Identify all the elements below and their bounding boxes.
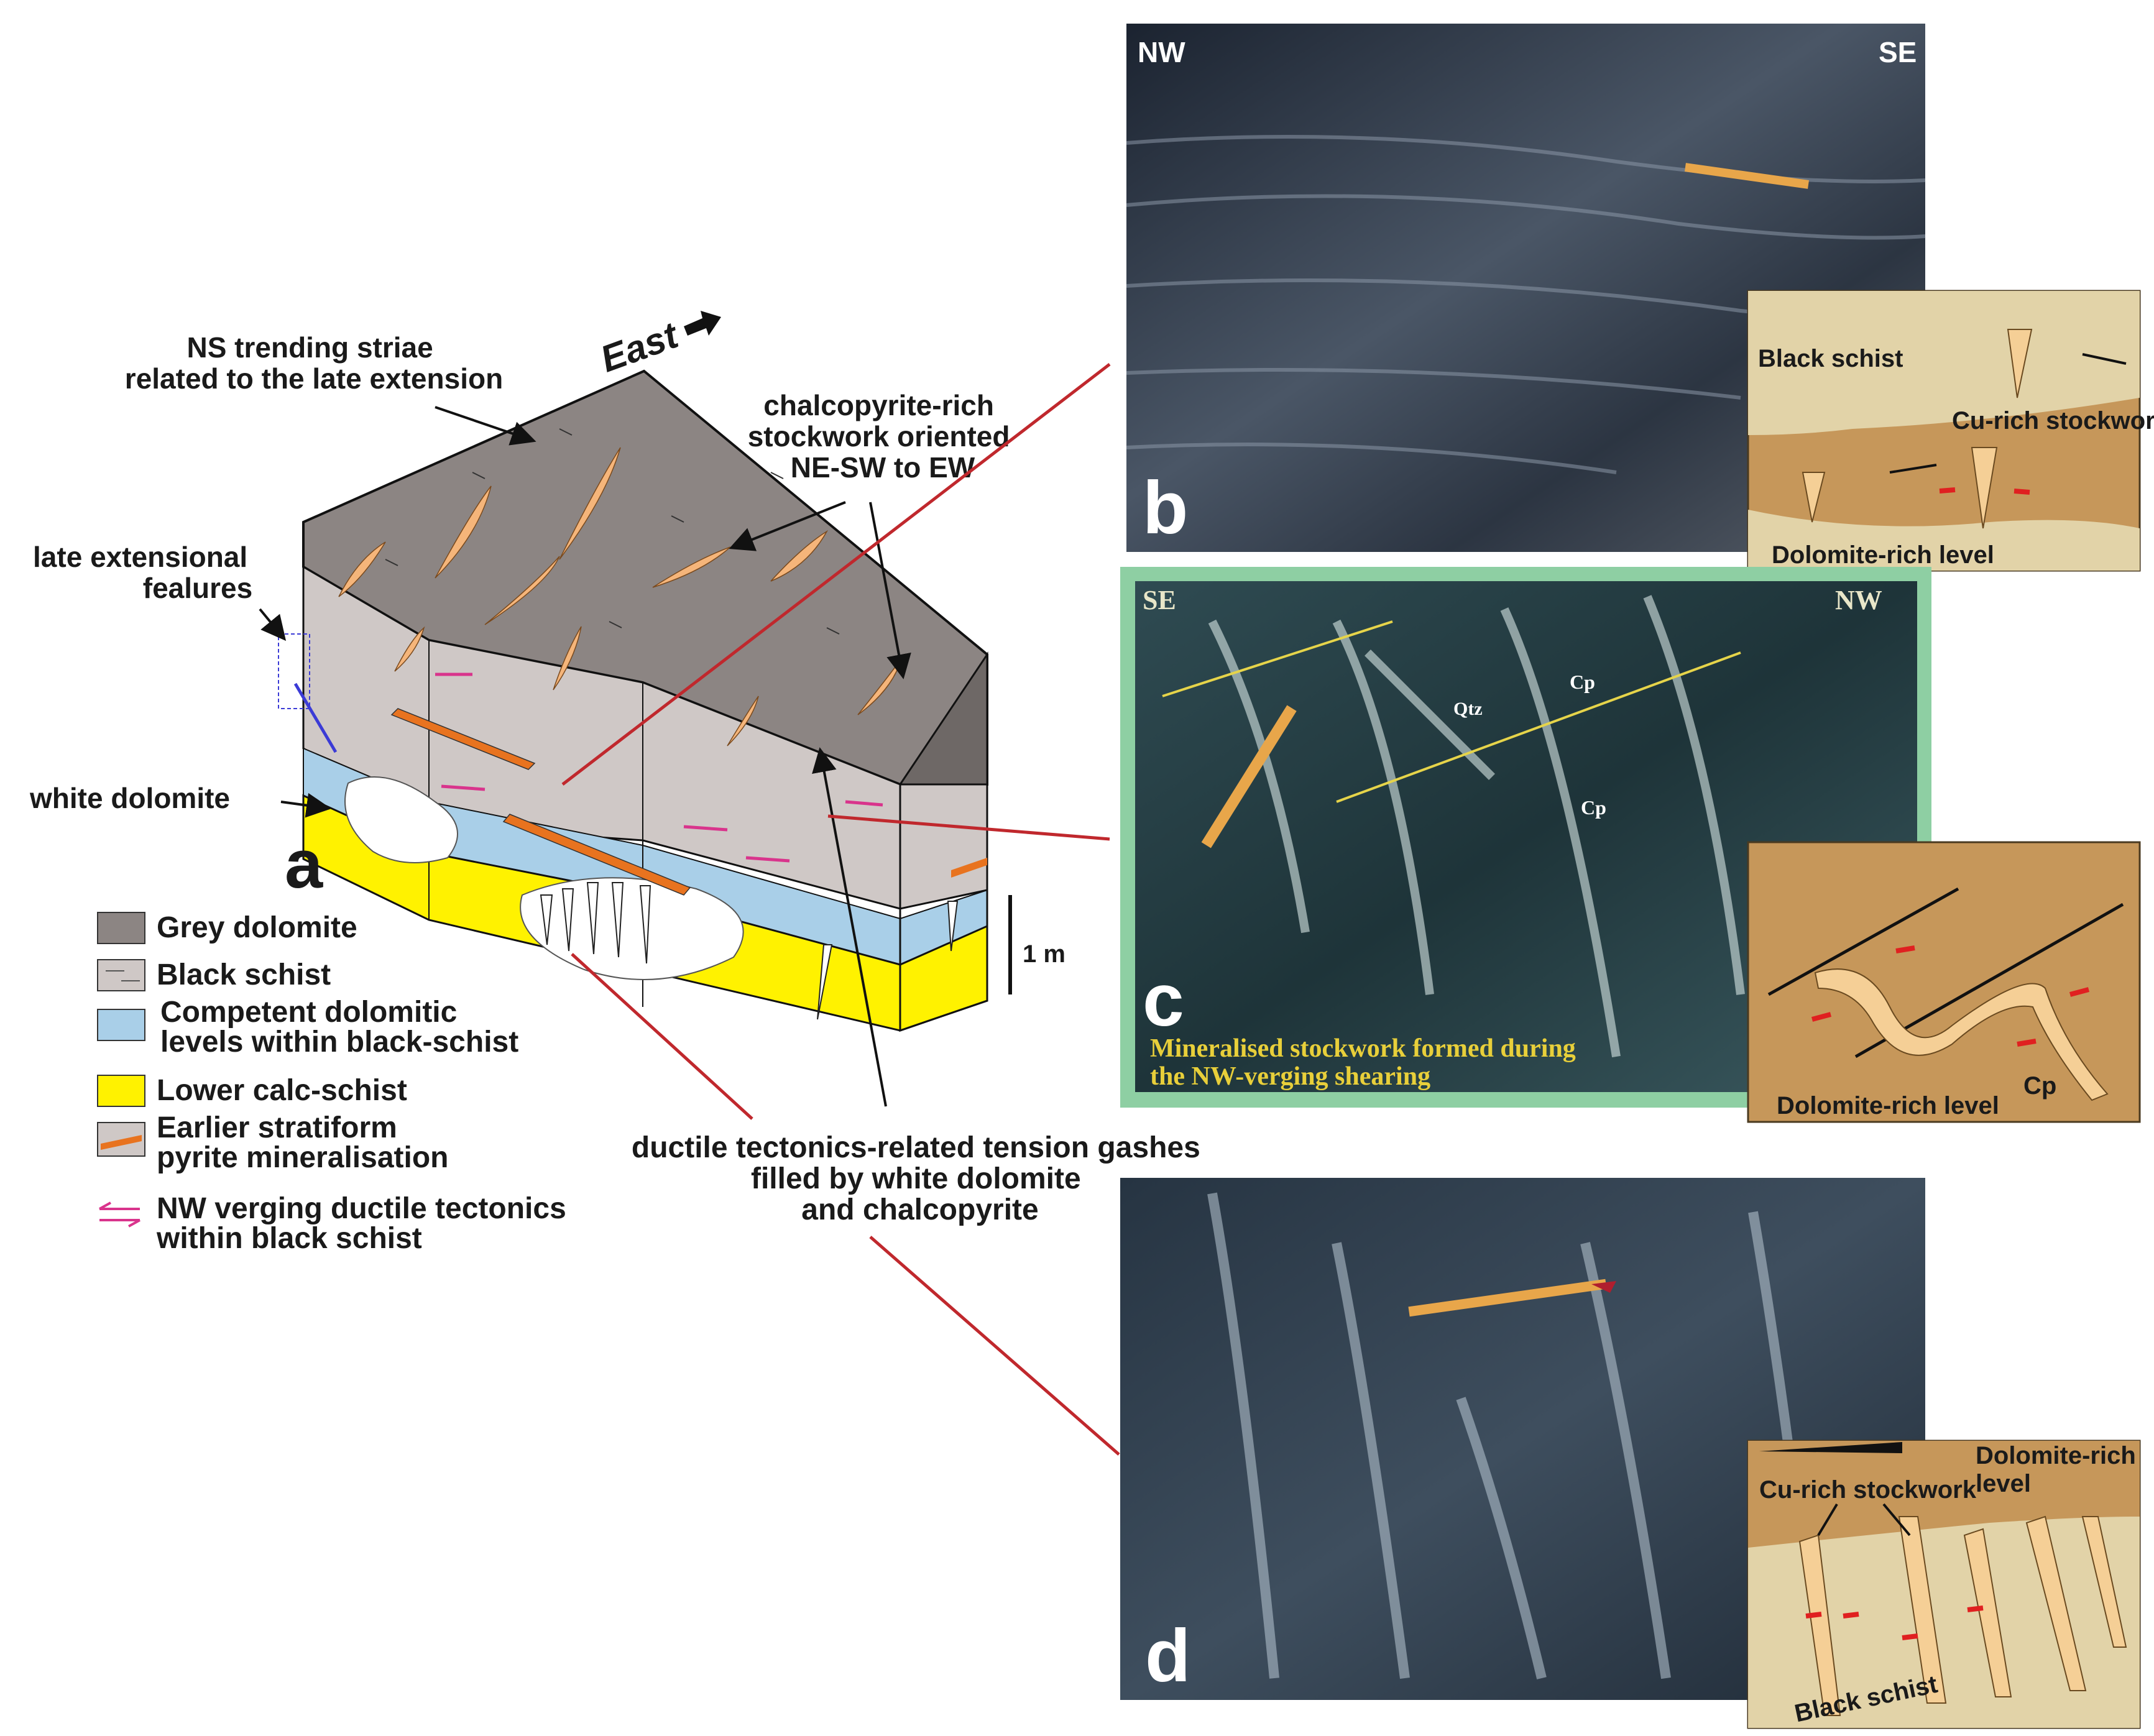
stockwork-callout-line3: NE-SW to EW bbox=[791, 451, 975, 484]
svg-text:NS trending striae relat: NS trending striae related to the late e… bbox=[125, 331, 503, 395]
scale-label: 1 m bbox=[1023, 940, 1065, 968]
late-ext-leader bbox=[259, 608, 287, 641]
photo-c-caption-2: the NW-verging shearing bbox=[1150, 1062, 1430, 1091]
stockwork-leader-2 bbox=[869, 502, 911, 679]
east-label: East bbox=[595, 313, 685, 380]
svg-text:ductile tectonics-related tens: ductile tectonics-related tension gashes… bbox=[632, 1131, 1208, 1226]
photo-c-cp1: Cp bbox=[1570, 671, 1595, 693]
white-dolomite-leader bbox=[280, 792, 331, 818]
white-dolomite-callout: white dolomite bbox=[29, 782, 230, 814]
panel-letter-a: a bbox=[285, 826, 323, 902]
photo-c-cp2: Cp bbox=[1581, 796, 1606, 819]
legend-swatch-black-schist bbox=[97, 959, 145, 991]
photo-b-dir-right: SE bbox=[1879, 36, 1917, 68]
svg-text:late extensional fealure: late extensional fealures bbox=[33, 541, 255, 604]
photo-b-letter: b bbox=[1143, 466, 1188, 549]
tension-gashes bbox=[540, 882, 959, 1020]
gashes-callout-line3: and chalcopyrite bbox=[801, 1193, 1038, 1226]
pencil-c bbox=[1201, 705, 1297, 848]
block-callouts: NS trending striae related to the late e… bbox=[29, 331, 1208, 1226]
legend-label-competent-1: Competent dolomitic bbox=[160, 996, 457, 1029]
stockwork-gashes bbox=[338, 447, 902, 746]
legend-label-competent-2: levels within black-schist bbox=[160, 1026, 518, 1059]
svg-text:Earlier stratiform pyrit: Earlier stratiform pyrite mineralisation bbox=[157, 1111, 448, 1174]
inset-d-cu-stockwork: Cu-rich stockwork bbox=[1759, 1476, 1977, 1504]
svg-text:chalcopyrite-rich stockw: chalcopyrite-rich stockwork oriented NE-… bbox=[748, 389, 1018, 484]
white-dolomite-body bbox=[520, 877, 744, 980]
late-extension-zone bbox=[278, 633, 310, 709]
inset-b-dolomite-level: Dolomite-rich level bbox=[1772, 541, 1994, 569]
inset-c-dolomite-level: Dolomite-rich level bbox=[1777, 1092, 1999, 1119]
photo-leaders bbox=[561, 363, 1120, 1456]
photo-d-letter: d bbox=[1145, 1614, 1190, 1697]
photo-d-inset: Dolomite-rich level Cu-rich stockwork Bl… bbox=[1747, 1440, 2143, 1729]
photo-b-inset: Black schist Cu-rich stockwork Dolomite-… bbox=[1747, 290, 2154, 572]
late-ext-line1: late extensional bbox=[33, 541, 247, 573]
striae-callout-line1: NS trending striae bbox=[187, 331, 433, 364]
stockwork-leader-1 bbox=[729, 501, 846, 551]
photo-b-dir-left: NW bbox=[1138, 36, 1185, 68]
svg-text:NW verging ductile tectonics: NW verging ductile tectonics within blac… bbox=[156, 1192, 574, 1255]
legend-label-grey-dolomite: Grey dolomite bbox=[157, 911, 357, 944]
legend-label-pyrite-2: pyrite mineralisation bbox=[157, 1141, 448, 1174]
photo-c-caption-1: Mineralised stockwork formed during bbox=[1150, 1034, 1576, 1063]
striae-callout-line2: related to the late extension bbox=[125, 362, 503, 395]
photo-b: NW SE b Black schist Cu-rich stockwork D… bbox=[1126, 24, 2154, 572]
gashes-callout-line2: filled by white dolomite bbox=[751, 1162, 1081, 1195]
legend-label-shear-1: NW verging ductile tectonics bbox=[157, 1192, 566, 1225]
stockwork-callout-line2: stockwork oriented bbox=[748, 420, 1010, 452]
inset-b-black-schist: Black schist bbox=[1758, 345, 1903, 372]
late-ext-line2: fealures bbox=[143, 572, 252, 604]
pyrite-lens bbox=[390, 708, 536, 770]
photo-c-qtz: Qtz bbox=[1453, 699, 1483, 719]
pyrite-lens bbox=[951, 858, 987, 878]
svg-text:Dolomite-rich level: Dolomite-rich level bbox=[1976, 1442, 2143, 1497]
legend-swatch-shear-icon bbox=[99, 1201, 140, 1228]
photo-c-dir-right: NW bbox=[1835, 585, 1882, 615]
inset-c-cp: Cp bbox=[2023, 1072, 2056, 1100]
legend: Grey dolomite Black schist Competent dol… bbox=[97, 911, 574, 1255]
legend-swatch-competent-dolomite bbox=[97, 1009, 145, 1041]
legend-label-black-schist: Black schist bbox=[157, 958, 331, 991]
block-diagram: 1 m East a bbox=[278, 311, 1065, 1032]
photo-c: SE NW Qtz Cp Cp c Mineralised stockwork … bbox=[1120, 567, 2141, 1123]
shear-arrows bbox=[435, 673, 883, 863]
pyrite-lens bbox=[502, 814, 691, 896]
legend-swatch-grey-dolomite bbox=[97, 912, 145, 944]
east-arrow-icon bbox=[684, 311, 721, 336]
legend-swatch-calc-schist bbox=[97, 1075, 145, 1107]
svg-text:Competent dolomitic leve: Competent dolomitic levels within black-… bbox=[160, 996, 518, 1059]
late-extension-arrow bbox=[293, 682, 338, 753]
photo-c-inset: Dolomite-rich level Cp bbox=[1747, 841, 2141, 1123]
svg-text:Mineralised stockwork formed d: Mineralised stockwork formed during the … bbox=[1150, 1034, 1582, 1091]
inset-b-cu-stockwork: Cu-rich stockwork bbox=[1952, 407, 2154, 434]
legend-label-shear-2: within black schist bbox=[156, 1222, 422, 1255]
pencil-b bbox=[1684, 163, 1810, 189]
legend-label-calc-schist: Lower calc-schist bbox=[157, 1074, 407, 1107]
photo-c-dir-left: SE bbox=[1143, 585, 1176, 615]
striae-marks bbox=[385, 428, 840, 635]
gashes-callout-line1: ductile tectonics-related tension gashes bbox=[632, 1131, 1200, 1164]
inset-d-dolomite-2: level bbox=[1976, 1470, 2031, 1497]
striae-leader bbox=[435, 406, 536, 446]
stockwork-callout-line1: chalcopyrite-rich bbox=[763, 389, 994, 421]
photo-c-letter: c bbox=[1143, 958, 1184, 1042]
photo-d: d Dolomite-rich level Cu-rich stockwork … bbox=[1120, 1178, 2143, 1729]
gashes-leader-1 bbox=[812, 747, 887, 1107]
legend-label-pyrite-1: Earlier stratiform bbox=[157, 1111, 397, 1144]
white-dolomite-body bbox=[344, 776, 458, 863]
pencil-d bbox=[1408, 1279, 1607, 1317]
inset-d-dolomite-1: Dolomite-rich bbox=[1976, 1442, 2136, 1469]
